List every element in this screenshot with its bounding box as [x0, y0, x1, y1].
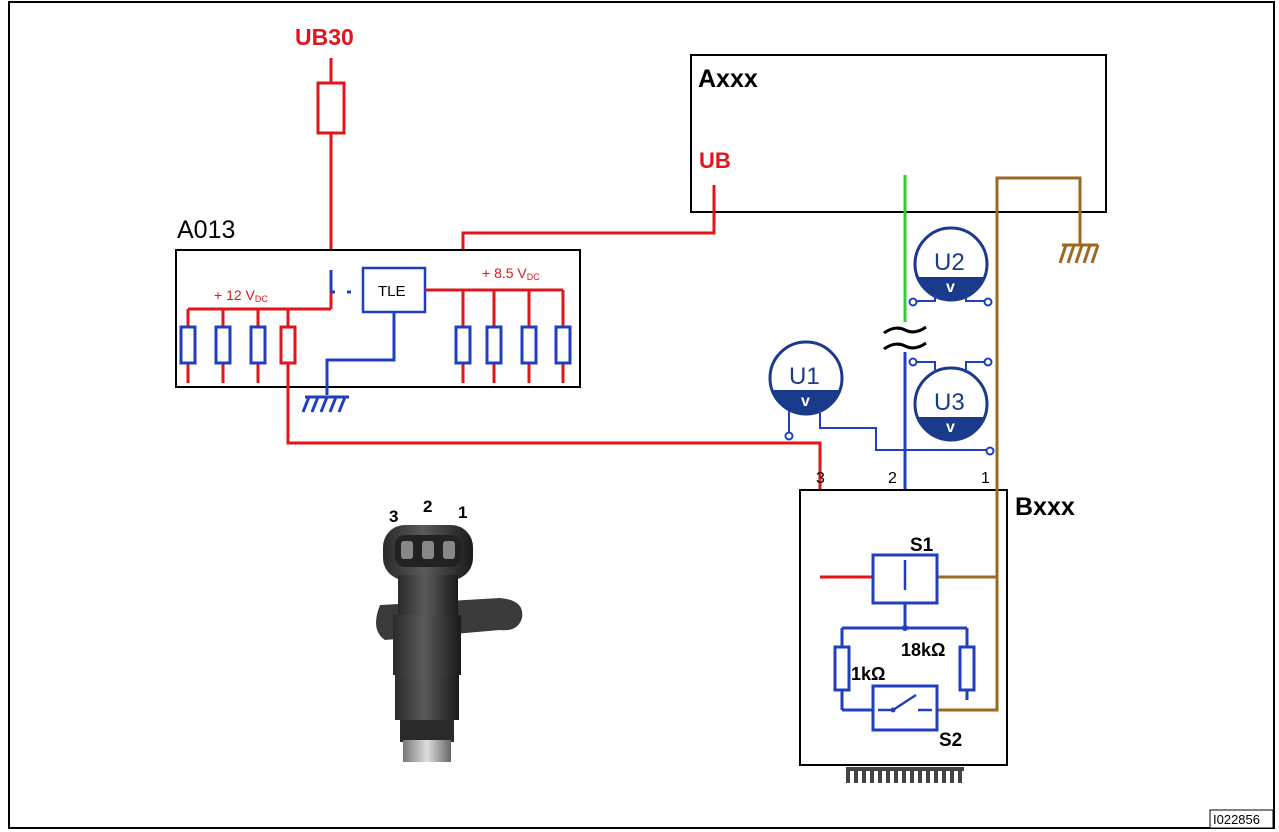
tle-ground-wire: [325, 312, 396, 395]
voltmeter-u1: [768, 340, 995, 456]
a013-label: A013: [177, 216, 235, 244]
u3-unit: v: [946, 419, 955, 436]
photo-pin-2-label: 2: [423, 497, 432, 516]
s2-block: [871, 684, 939, 732]
a013-left-resistors: [179, 325, 267, 365]
reference-id: I022856: [1213, 812, 1260, 827]
sensor-photo: [376, 525, 523, 762]
a013-blue-switch: [329, 270, 351, 294]
resistor-1k: [833, 645, 851, 692]
ub30-label: UB30: [295, 24, 354, 50]
u1-label: U1: [789, 363, 820, 390]
u1-unit: v: [801, 393, 810, 410]
wire-break-symbol: [883, 325, 927, 351]
u2-unit: v: [946, 279, 955, 296]
pin-3-label: 3: [816, 470, 825, 487]
fuse-symbol: [316, 81, 346, 135]
connector-comb: [846, 767, 964, 783]
axxx-box: [690, 54, 1107, 213]
brown-internal-wire: [937, 480, 999, 712]
junction-dot: [902, 625, 908, 631]
voltmeter-u2: [908, 226, 993, 307]
s1-label: S1: [910, 535, 934, 556]
photo-pin-3-label: 3: [389, 507, 398, 526]
ground-wire-brown: [995, 176, 1082, 480]
bxxx-label: Bxxx: [1015, 493, 1075, 521]
reference-box: [1209, 809, 1274, 829]
voltage-12v-label: + 12 VDC: [214, 287, 268, 304]
tle-label: TLE: [378, 283, 406, 300]
s2-label: S2: [939, 730, 962, 751]
u2-label: U2: [934, 249, 965, 276]
pin-1-label: 1: [981, 470, 990, 487]
voltage-85v-label: + 8.5 VDC: [482, 265, 540, 282]
outer-frame: [8, 1, 1275, 829]
axxx-label: Axxx: [698, 65, 758, 93]
ground-symbol-axxx: [1058, 243, 1100, 264]
voltmeter-u3: [908, 357, 993, 442]
a013-right-resistors: [454, 325, 572, 365]
a013-red-resistor: [279, 325, 297, 365]
ub30-supply: [316, 58, 346, 270]
ground-symbol-a013: [301, 395, 349, 413]
pin-2-label: 2: [888, 470, 897, 487]
ub-label: UB: [699, 148, 731, 173]
u3-label: U3: [934, 389, 965, 416]
resistor-1k-label: 1kΩ: [851, 664, 885, 684]
s2-contact: [890, 707, 896, 713]
resistor-18k: [958, 645, 976, 692]
resistor-18k-label: 18kΩ: [901, 640, 945, 660]
photo-pin-1-label: 1: [458, 503, 467, 522]
